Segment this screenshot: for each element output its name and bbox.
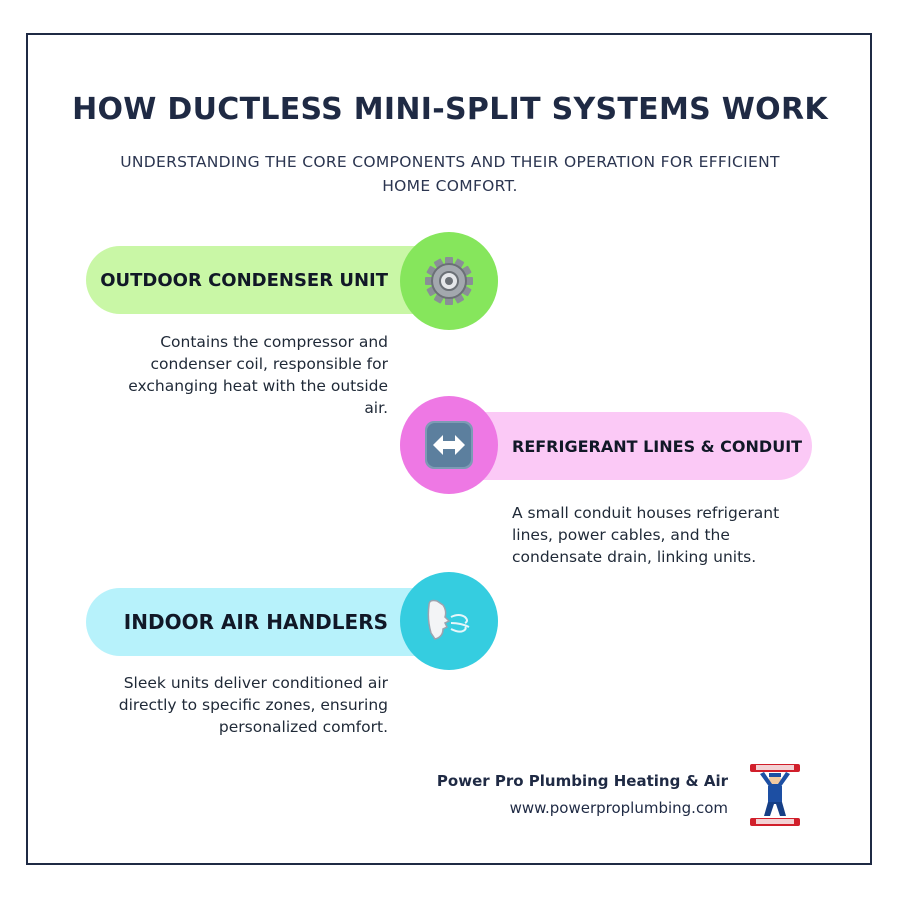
company-url[interactable]: www.powerproplumbing.com <box>509 799 728 817</box>
gear-icon <box>400 232 498 330</box>
page-subtitle: UNDERSTANDING THE CORE COMPONENTS AND TH… <box>120 153 780 195</box>
wind-face-icon <box>400 572 498 670</box>
plumber-mascot-logo <box>748 760 802 830</box>
outdoor-condenser-unit-description: Contains the compressor and condenser co… <box>128 333 388 417</box>
indoor-air-handlers-description: Sleek units deliver conditioned air dire… <box>118 674 388 736</box>
refrigerant-lines-description: A small conduit houses refrigerant lines… <box>512 504 780 566</box>
company-name: Power Pro Plumbing Heating & Air <box>436 772 728 790</box>
page-title: HOW DUCTLESS MINI-SPLIT SYSTEMS WORK <box>72 92 828 127</box>
infographic-frame <box>26 33 872 865</box>
component-label: REFRIGERANT LINES & CONDUIT <box>512 436 803 456</box>
left-right-arrow-icon <box>400 396 498 494</box>
component-label: INDOOR AIR HANDLERS <box>123 610 388 634</box>
component-label: OUTDOOR CONDENSER UNIT <box>100 269 388 291</box>
